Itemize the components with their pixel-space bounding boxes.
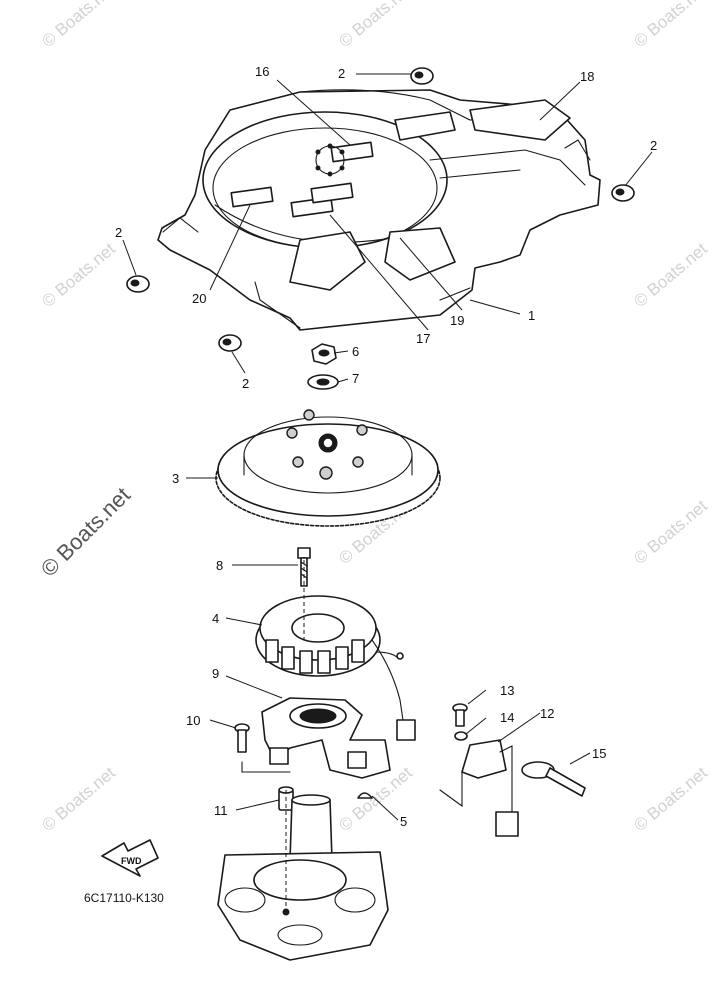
callout-5: 5: [400, 814, 407, 829]
watermark: © Boats.net: [335, 0, 416, 51]
callout-18: 18: [580, 69, 594, 84]
callout-9: 9: [212, 666, 219, 681]
assembly-centerline: [285, 560, 305, 915]
watermark: © Boats.net: [630, 0, 711, 51]
callout-7: 7: [352, 371, 359, 386]
callout-2: 2: [338, 66, 345, 81]
callout-2: 2: [650, 138, 657, 153]
base-bolt: [234, 723, 250, 753]
forward-arrow-icon: FWD: [101, 839, 159, 877]
washer: [307, 374, 339, 390]
callout-10: 10: [186, 713, 200, 728]
watermark: © Boats.net: [38, 763, 119, 835]
callout-19: 19: [450, 313, 464, 328]
nut: [311, 343, 337, 365]
watermark: © Boats.net: [630, 763, 711, 835]
watermark: © Boats.net: [630, 496, 711, 568]
flywheel-cover: [157, 89, 601, 331]
watermark-main: © Boats.net: [36, 482, 135, 581]
coil-bolt: [452, 703, 468, 727]
callout-11: 11: [214, 803, 228, 818]
grommet-left: [126, 275, 150, 293]
callout-14: 14: [500, 710, 514, 725]
wire-clamp: [521, 761, 586, 797]
flywheel: [215, 409, 441, 527]
grommet-right: [611, 184, 635, 202]
fwd-label: FWD: [121, 856, 142, 866]
callout-3: 3: [172, 471, 179, 486]
callout-12: 12: [540, 706, 554, 721]
pulser-coil: [439, 739, 519, 837]
callout-2: 2: [242, 376, 249, 391]
callout-13: 13: [500, 683, 514, 698]
callout-20: 20: [192, 291, 206, 306]
callout-15: 15: [592, 746, 606, 761]
callout-16: 16: [255, 64, 269, 79]
callout-17: 17: [416, 331, 430, 346]
coil-washer: [454, 731, 468, 741]
stator: [255, 595, 416, 741]
crankcase: [217, 794, 389, 961]
callout-4: 4: [212, 611, 219, 626]
grommet-bottom: [218, 334, 242, 352]
stator-base: [241, 697, 391, 779]
grommet-top: [410, 67, 434, 85]
watermark: © Boats.net: [630, 239, 711, 311]
callout-leaders: [122, 73, 653, 821]
drawing-code: 6C17110-K130: [84, 891, 164, 905]
watermark: © Boats.net: [38, 0, 119, 51]
callout-labels: 16 2 18 2 2 20 1 19 17 6 7 2 3 8 4 9 13 …: [115, 64, 657, 829]
woodruff-key: [357, 792, 373, 799]
callout-2: 2: [115, 225, 122, 240]
callout-6: 6: [352, 344, 359, 359]
callout-8: 8: [216, 558, 223, 573]
callout-1: 1: [528, 308, 535, 323]
watermark: © Boats.net: [38, 239, 119, 311]
